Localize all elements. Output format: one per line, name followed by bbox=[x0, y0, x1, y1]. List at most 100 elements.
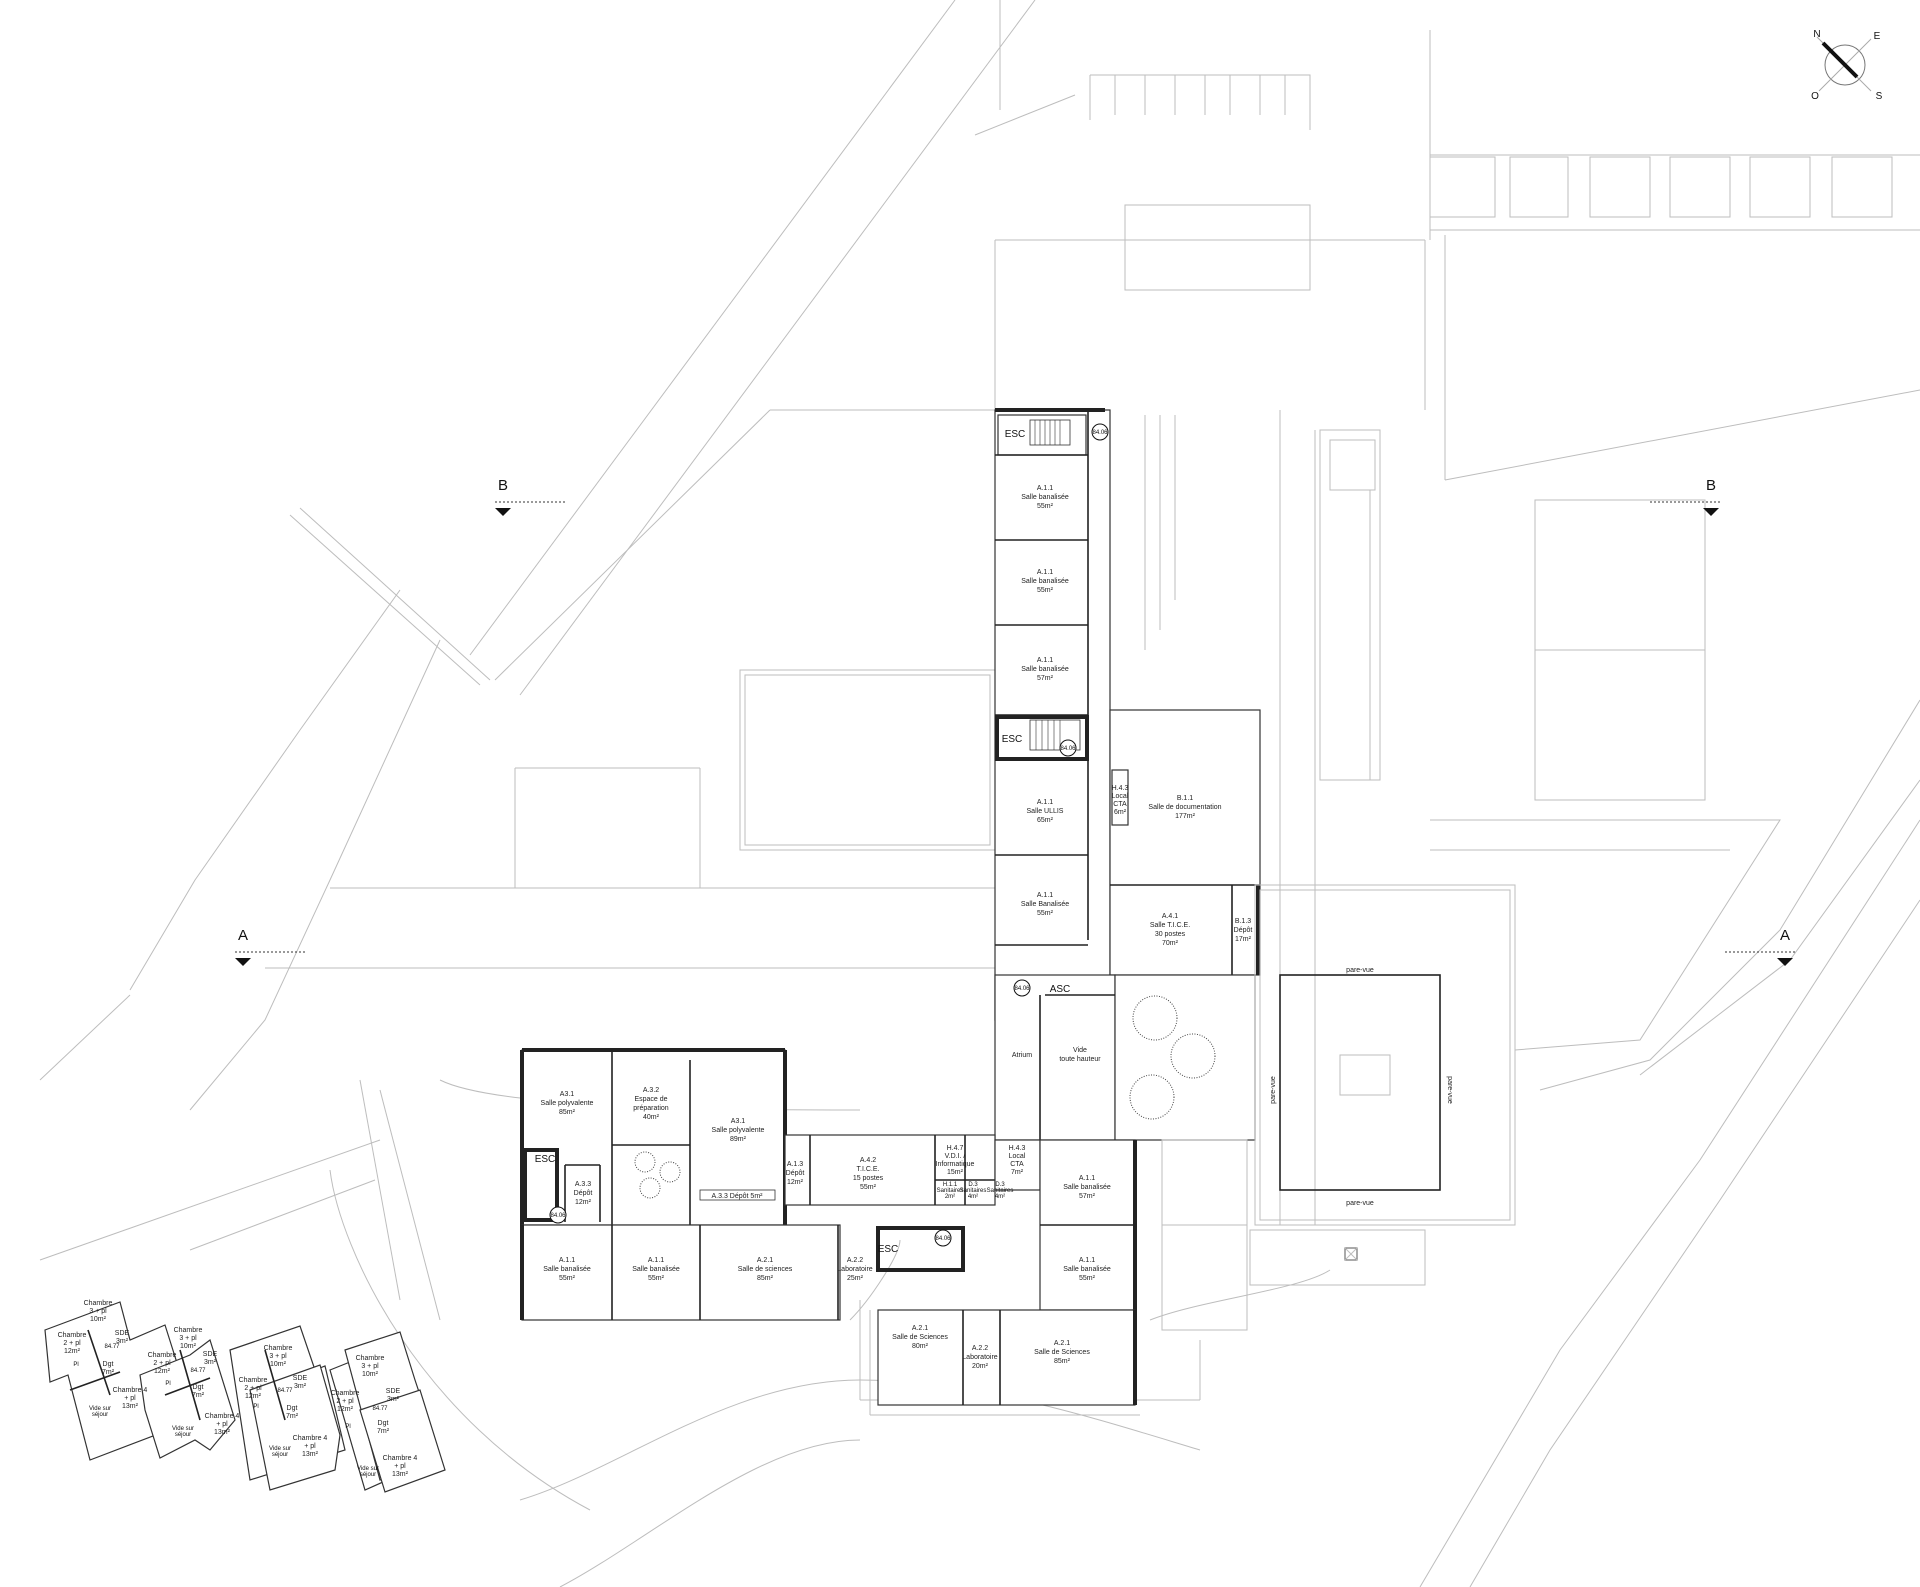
svg-text:30 postes: 30 postes bbox=[1155, 931, 1186, 938]
void-label: Vide bbox=[1073, 1047, 1087, 1054]
svg-text:H.4.3: H.4.3 bbox=[1112, 785, 1129, 792]
svg-text:3m²: 3m² bbox=[204, 1359, 217, 1366]
svg-text:3m²: 3m² bbox=[294, 1383, 307, 1390]
svg-text:Dépôt: Dépôt bbox=[786, 1170, 805, 1177]
level-tag: 84.06 bbox=[935, 1236, 951, 1242]
svg-text:SDE: SDE bbox=[293, 1375, 308, 1382]
atrium-block bbox=[994, 974, 1256, 1141]
tree-icon bbox=[1129, 995, 1216, 1120]
level-tag: 84.06 bbox=[550, 1213, 566, 1219]
svg-text:13m²: 13m² bbox=[214, 1429, 231, 1436]
svg-text:12m²: 12m² bbox=[154, 1368, 171, 1375]
section-marker-b-left: B bbox=[495, 477, 565, 516]
svg-text:2 + pl: 2 + pl bbox=[153, 1360, 171, 1367]
svg-text:Sanitaires: Sanitaires bbox=[937, 1188, 964, 1194]
svg-text:2 + pl: 2 + pl bbox=[63, 1340, 81, 1347]
pare-vue-label: pare-vue bbox=[1270, 1076, 1277, 1104]
svg-text:13m²: 13m² bbox=[302, 1451, 319, 1458]
asc-label: ASC bbox=[1050, 984, 1071, 995]
svg-text:7m²: 7m² bbox=[377, 1428, 390, 1435]
svg-text:10m²: 10m² bbox=[90, 1316, 107, 1323]
svg-text:7m²: 7m² bbox=[1011, 1169, 1024, 1176]
svg-text:Salle banalisée: Salle banalisée bbox=[632, 1266, 680, 1273]
svg-text:A.1.1: A.1.1 bbox=[1079, 1257, 1095, 1264]
esc-label: ESC bbox=[878, 1244, 899, 1255]
svg-text:70m²: 70m² bbox=[1162, 940, 1179, 947]
svg-text:Salle banalisée: Salle banalisée bbox=[1063, 1266, 1111, 1273]
svg-text:SDE: SDE bbox=[115, 1330, 130, 1337]
svg-text:10m²: 10m² bbox=[180, 1343, 197, 1350]
svg-text:Dépôt: Dépôt bbox=[574, 1190, 593, 1197]
svg-text:Laboratoire: Laboratoire bbox=[962, 1354, 998, 1361]
svg-text:3 + pl: 3 + pl bbox=[361, 1363, 379, 1370]
svg-text:12m²: 12m² bbox=[787, 1179, 804, 1186]
svg-text:17m²: 17m² bbox=[1235, 936, 1252, 943]
svg-text:D.3: D.3 bbox=[968, 1182, 978, 1188]
svg-text:Informatique: Informatique bbox=[936, 1161, 975, 1168]
svg-text:B.1.1: B.1.1 bbox=[1177, 795, 1193, 802]
esc-label: ESC bbox=[535, 1154, 556, 1165]
svg-text:55m²: 55m² bbox=[1037, 910, 1054, 917]
svg-text:55m²: 55m² bbox=[648, 1275, 665, 1282]
svg-text:Salle de sciences: Salle de sciences bbox=[738, 1266, 793, 1273]
level-tag: 84.06 bbox=[1060, 746, 1076, 752]
svg-text:25m²: 25m² bbox=[847, 1275, 864, 1282]
section-marker-a-right: A bbox=[1725, 927, 1795, 966]
section-label: B bbox=[498, 477, 508, 494]
pare-vue-label: pare-vue bbox=[1346, 1200, 1374, 1207]
svg-text:Chambre 4: Chambre 4 bbox=[383, 1455, 418, 1462]
svg-text:CTA: CTA bbox=[1113, 801, 1127, 808]
svg-text:D.3: D.3 bbox=[995, 1182, 1005, 1188]
svg-text:15m²: 15m² bbox=[947, 1169, 964, 1176]
north-wing bbox=[994, 408, 1176, 1021]
svg-text:Local: Local bbox=[1112, 793, 1129, 800]
courtyard-roof bbox=[1249, 884, 1516, 1286]
section-label: A bbox=[238, 927, 248, 944]
svg-text:Dgt: Dgt bbox=[378, 1420, 389, 1427]
svg-text:A.1.1: A.1.1 bbox=[1037, 485, 1053, 492]
svg-text:Salle polyvalente: Salle polyvalente bbox=[541, 1100, 594, 1107]
section-label: B bbox=[1706, 477, 1716, 494]
svg-text:A.2.1: A.2.1 bbox=[757, 1257, 773, 1264]
svg-text:A3.1: A3.1 bbox=[560, 1091, 575, 1098]
level-tag: 84.06 bbox=[1092, 430, 1108, 436]
svg-text:Salle Banalisée: Salle Banalisée bbox=[1021, 901, 1069, 908]
svg-text:Chambre: Chambre bbox=[148, 1352, 177, 1359]
svg-text:+ pl: + pl bbox=[304, 1443, 316, 1450]
svg-text:Local: Local bbox=[1009, 1153, 1026, 1160]
svg-text:Salle banalisée: Salle banalisée bbox=[1063, 1184, 1111, 1191]
svg-text:SDE: SDE bbox=[386, 1388, 401, 1395]
svg-text:55m²: 55m² bbox=[1037, 587, 1054, 594]
svg-text:57m²: 57m² bbox=[1037, 675, 1054, 682]
svg-text:177m²: 177m² bbox=[1175, 813, 1196, 820]
svg-text:Chambre 4: Chambre 4 bbox=[113, 1387, 148, 1394]
svg-text:Dgt: Dgt bbox=[287, 1405, 298, 1412]
svg-text:Sanitaires: Sanitaires bbox=[987, 1188, 1014, 1194]
svg-text:A.4.1: A.4.1 bbox=[1162, 913, 1178, 920]
svg-text:Salle de Sciences: Salle de Sciences bbox=[1034, 1349, 1090, 1356]
